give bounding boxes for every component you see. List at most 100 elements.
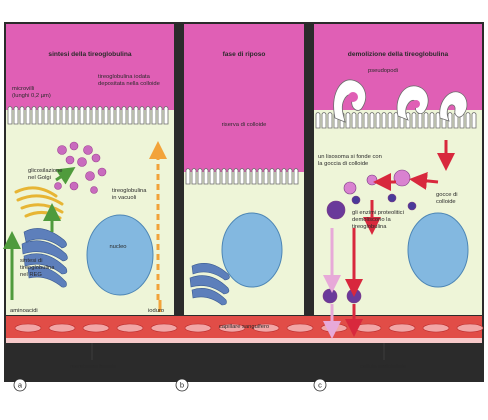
- microvillus: [215, 168, 221, 185]
- endothelial-cell: [252, 323, 280, 333]
- microvillus: [97, 106, 103, 125]
- microvillus: [471, 112, 477, 129]
- microvillus: [209, 168, 215, 185]
- microvillus: [363, 112, 369, 129]
- nucleus-label: nucleo: [109, 244, 126, 250]
- nucleus-b: [221, 212, 283, 288]
- arrows: [3, 140, 455, 339]
- microvillus: [185, 168, 191, 185]
- iodinated-label-1: tireoglobulina iodata: [98, 74, 151, 80]
- lysosome-label-2: la goccia di colloide: [318, 161, 368, 167]
- endothelial-cell: [320, 323, 348, 333]
- nucleus-c: [407, 212, 469, 288]
- microvillus: [19, 106, 25, 125]
- microvillus: [85, 106, 91, 125]
- microvillus: [257, 168, 263, 185]
- microvilli-label-2: (lunghi 0,2 µm): [12, 93, 51, 99]
- endothelial-cell: [354, 323, 382, 333]
- microvillus: [191, 168, 197, 185]
- microvillus: [91, 106, 97, 125]
- capillary-label: capillare sanguifero: [219, 324, 269, 330]
- microvillus: [221, 168, 227, 185]
- cell-border-2: [304, 24, 314, 316]
- microvillus: [239, 168, 245, 185]
- letter-c: c: [318, 381, 322, 390]
- microvillus: [245, 168, 251, 185]
- microvillus: [345, 112, 351, 129]
- microvillus: [375, 112, 381, 129]
- microvillus: [121, 106, 127, 125]
- vacuoles-label-2: in vacuoli: [112, 195, 136, 201]
- letter-a: a: [18, 381, 23, 390]
- microvillus: [103, 106, 109, 125]
- endothelial-cell: [456, 323, 484, 333]
- microvillus: [197, 168, 203, 185]
- letter-c-circle: [313, 378, 327, 392]
- cell-border-1: [174, 24, 184, 316]
- microvillus: [327, 112, 333, 129]
- microvillus: [233, 168, 239, 185]
- microvillus: [411, 112, 417, 129]
- microvillus: [423, 112, 429, 129]
- iodinated-label-2: depositata nella colloide: [98, 81, 160, 87]
- microvillus: [269, 168, 275, 185]
- microvillus: [263, 168, 269, 185]
- endothelial-cell: [14, 323, 42, 333]
- microvillus: [115, 106, 121, 125]
- aminoacids-label: aminoacidi: [10, 308, 38, 314]
- microvillus: [109, 106, 115, 125]
- golgi-label-2: nel Golgi: [28, 175, 51, 181]
- rough-er-a: [21, 228, 68, 288]
- panel-c-header: demolizione della tireoglobulina: [348, 51, 449, 58]
- microvillus: [203, 168, 209, 185]
- microvillus: [61, 106, 67, 125]
- microvillus: [157, 106, 163, 125]
- endothelial-cell: [388, 323, 416, 333]
- colloid-b: [184, 24, 304, 184]
- microvillus: [275, 168, 281, 185]
- microvillus: [287, 168, 293, 185]
- microvillus: [67, 106, 73, 125]
- microvillus: [127, 106, 133, 125]
- microvillus: [465, 112, 471, 129]
- microvillus: [369, 112, 375, 129]
- microvillus: [163, 106, 169, 125]
- basement-membrane-band: [6, 338, 482, 343]
- microvillus: [43, 106, 49, 125]
- endothelial-cell: [150, 323, 178, 333]
- microvillus: [25, 106, 31, 125]
- microvillus: [227, 168, 233, 185]
- microvillus: [381, 112, 387, 129]
- enzymes-label-3: tireoglobulina: [352, 224, 387, 230]
- microvillus: [49, 106, 55, 125]
- iodide-label: ioduro: [148, 308, 164, 314]
- microvillus: [37, 106, 43, 125]
- endothelial-cell: [48, 323, 76, 333]
- microvillus: [251, 168, 257, 185]
- droplets-label-2: colloide: [436, 199, 456, 205]
- reg-label-2: tireoglobulina: [20, 265, 55, 271]
- microvillus: [31, 106, 37, 125]
- lysosome-label-1: un lisosoma si fonde con: [318, 154, 382, 160]
- letter-b: b: [180, 381, 184, 390]
- reg-label-1: sintesi di: [20, 258, 43, 264]
- rough-er-b: [189, 263, 230, 306]
- microvillus: [417, 112, 423, 129]
- enzymes-label-1: gli enzimi proteolitici: [352, 210, 404, 216]
- endothelial-cell: [286, 323, 314, 333]
- microvillus: [387, 112, 393, 129]
- droplets-label-1: gocce di: [436, 192, 458, 198]
- microvillus: [7, 106, 13, 125]
- endothelial-cell: [82, 323, 110, 333]
- microvilli: [7, 106, 477, 185]
- golgi-label-1: glicosilazione: [28, 168, 62, 174]
- microvillus: [13, 106, 19, 125]
- vacuoles-label-1: tireoglobulina: [112, 188, 147, 194]
- microvillus: [139, 106, 145, 125]
- endothelial-cell: [422, 323, 450, 333]
- endothelial-cell: [184, 323, 212, 333]
- panel-a-header: sintesi della tireoglobulina: [48, 51, 132, 58]
- microvillus: [357, 112, 363, 129]
- pseudopods-label: pseudopodi: [368, 68, 398, 74]
- microvillus: [55, 106, 61, 125]
